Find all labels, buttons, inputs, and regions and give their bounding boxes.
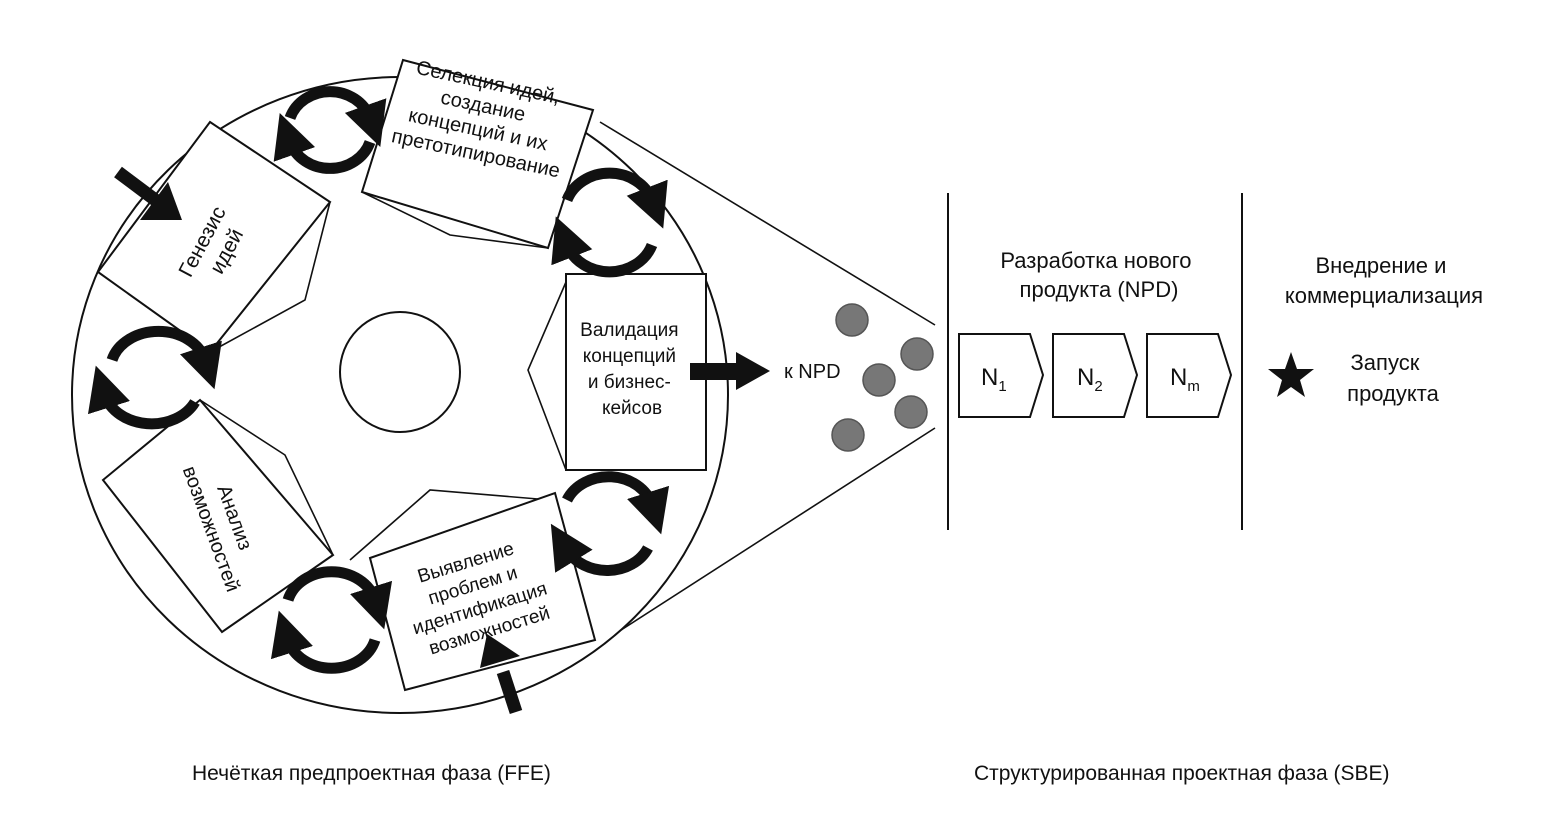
input-arrow-problems	[480, 634, 523, 715]
npd-title: Разработка нового продукта (NPD)	[1000, 248, 1197, 302]
output-label: к NPD	[784, 361, 841, 383]
npd-step-2: N2	[1052, 333, 1139, 418]
selection-box	[360, 58, 595, 250]
hub-circle	[339, 311, 461, 433]
output-arrow	[690, 352, 770, 390]
npd-step-m: Nm	[1146, 333, 1233, 418]
launch-label: Запуск продукта	[1347, 350, 1439, 406]
svg-text:N2: N2	[1077, 364, 1103, 395]
launch-star-icon	[1268, 352, 1314, 397]
svg-text:Nm: Nm	[1170, 364, 1200, 395]
validation-label: Валидация концепций и бизнес- кейсов	[580, 320, 684, 419]
sbe-phase-caption: Структурированная проектная фаза (SBE)	[974, 762, 1390, 785]
funnel-line-top	[599, 121, 936, 326]
launch-title: Внедрение и коммерциализация	[1285, 253, 1483, 308]
idea-dots	[831, 303, 934, 452]
problems-box	[368, 491, 597, 692]
cycle-arrows	[88, 86, 670, 674]
analysis-box	[101, 398, 335, 634]
ffe-phase-caption: Нечёткая предпроектная фаза (FFE)	[192, 762, 551, 785]
npd-step-1: N1	[958, 333, 1045, 418]
funnel-line-bottom	[617, 427, 936, 633]
svg-text:N1: N1	[981, 364, 1007, 395]
input-arrow-genesis	[114, 166, 182, 220]
